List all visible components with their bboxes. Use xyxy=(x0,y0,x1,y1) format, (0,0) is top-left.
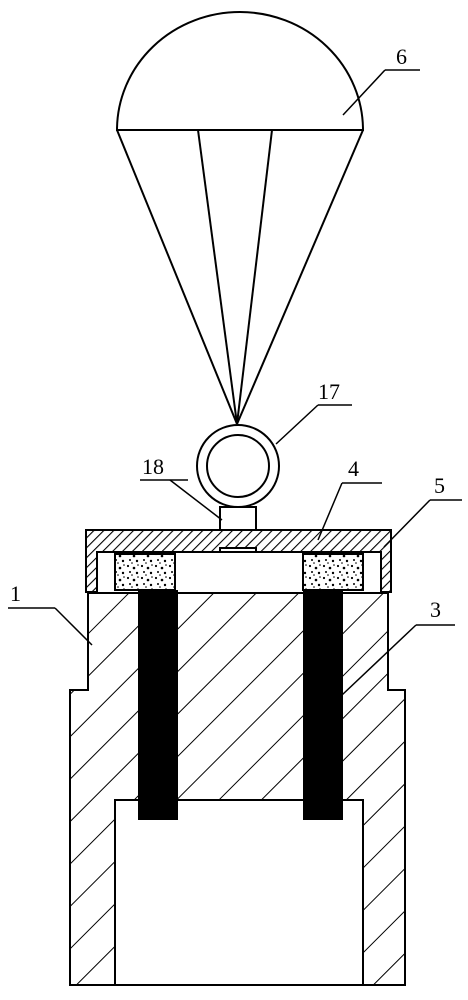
label-electrode: 3 xyxy=(430,597,441,622)
callouts xyxy=(8,69,462,696)
lifting-ring xyxy=(196,424,280,508)
electrode-right xyxy=(303,590,343,820)
label-body: 1 xyxy=(10,581,21,606)
electrode-left xyxy=(138,590,178,820)
label-stem: 18 xyxy=(142,454,164,479)
label-parachute: 6 xyxy=(396,44,407,69)
parachute-canopy xyxy=(115,11,365,131)
label-ring: 17 xyxy=(318,379,340,404)
label-cap: 4 xyxy=(348,456,359,481)
bottom-cavity xyxy=(114,799,364,986)
parachute-lines xyxy=(116,129,364,425)
top-cap xyxy=(85,529,392,593)
seal-left xyxy=(114,553,176,591)
seal-right xyxy=(302,553,364,591)
label-cap-skirt: 5 xyxy=(434,473,445,498)
